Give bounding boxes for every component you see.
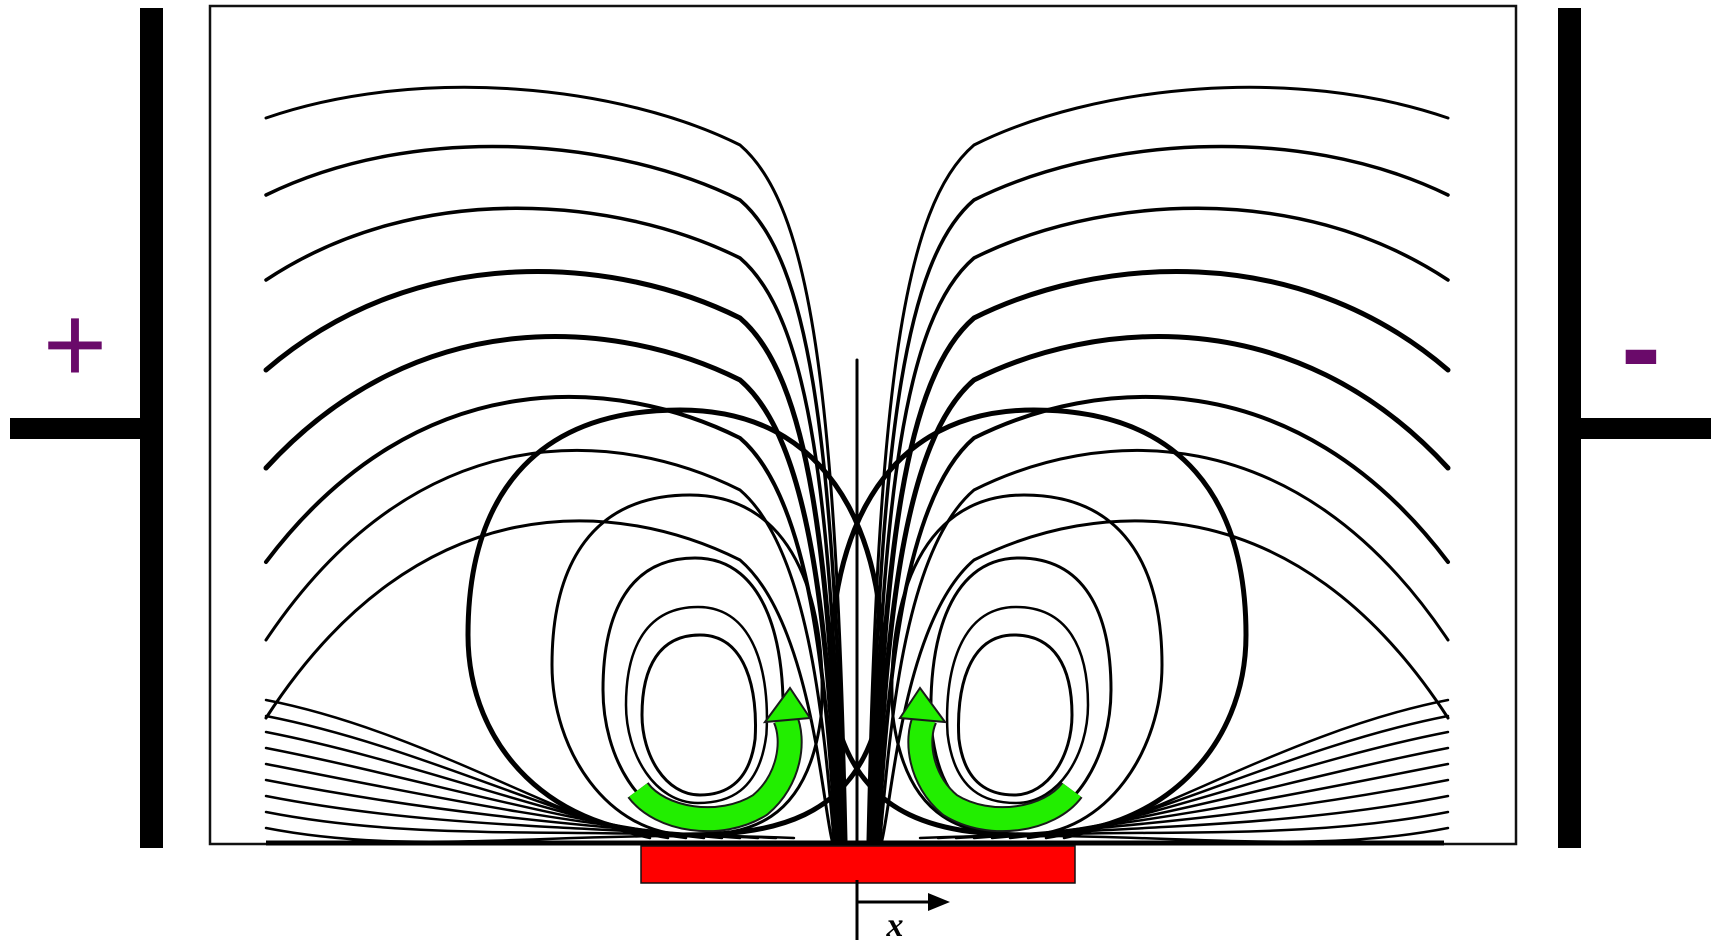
streamline-arc <box>866 85 1450 842</box>
streamlines <box>263 85 1451 844</box>
streamline-loop <box>624 605 769 805</box>
streamline-arc <box>878 449 1450 842</box>
right-electrode <box>1558 8 1711 848</box>
streamline-loop <box>929 556 1113 824</box>
right-electrode-lead <box>1558 418 1711 439</box>
left-flow-arrow-head <box>762 686 812 724</box>
streamline-arc <box>868 144 1450 842</box>
left-electrode-lead <box>10 418 162 439</box>
streamline-arc <box>264 449 836 842</box>
streamline-loop <box>945 605 1090 805</box>
streamline-arc <box>264 85 848 842</box>
x-axis-label: x <box>886 907 904 943</box>
x-axis-indicator: x <box>855 880 950 943</box>
negative-polarity-symbol: - <box>1621 280 1661 414</box>
flow-arrows <box>627 686 1083 833</box>
heated-strip <box>640 845 1076 884</box>
left-flow-arrow-body <box>629 713 801 831</box>
streamline-arc <box>870 206 1450 842</box>
streamline-arc <box>264 144 846 842</box>
streamline-loop <box>601 556 785 824</box>
streamline-arc <box>264 519 834 842</box>
right-flow-arrow-body <box>909 713 1081 831</box>
streamline-arc <box>871 268 1451 843</box>
right-flow-arrow-head <box>898 686 948 724</box>
streamline-arc <box>873 334 1451 843</box>
streamline-loop <box>640 633 758 797</box>
streamline-arc <box>880 519 1450 842</box>
streamline-loop <box>956 633 1074 797</box>
streamline-arc <box>876 394 1450 842</box>
x-axis-arrowhead <box>928 893 950 911</box>
streamline-arc <box>263 334 841 843</box>
left-electrode <box>10 8 163 848</box>
streamline-arc <box>263 268 843 843</box>
positive-polarity-symbol: + <box>43 283 107 406</box>
streamline-arc <box>264 206 844 842</box>
domain-border <box>208 4 1518 846</box>
streamline-arc <box>264 394 838 842</box>
